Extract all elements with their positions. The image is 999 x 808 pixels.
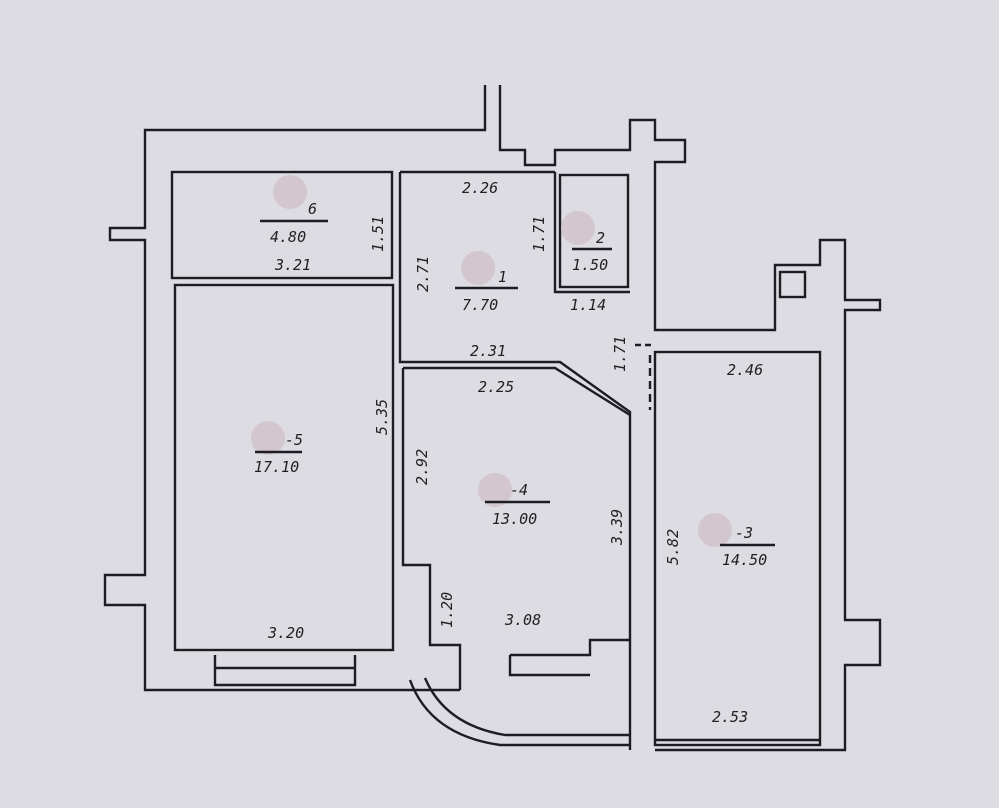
dim-label: 2.46 — [727, 361, 763, 379]
room-2: 2 1.50 — [561, 211, 612, 274]
dim-label: 2.25 — [478, 378, 514, 396]
room-area: 7.70 — [462, 296, 498, 314]
room-5: -5 17.10 — [251, 421, 303, 476]
room-1: 1 7.70 — [455, 251, 518, 314]
room-number: 2 — [596, 229, 605, 247]
dim-label: 5.35 — [373, 399, 391, 435]
dim-label: 2.71 — [414, 256, 432, 292]
dim-label: 3.21 — [274, 256, 311, 274]
dim-label: 2.31 — [470, 342, 506, 360]
room-area: 17.10 — [254, 458, 299, 476]
room-number: 1 — [498, 268, 507, 286]
dim-label: 1.71 — [530, 216, 548, 252]
room-number: -5 — [285, 431, 303, 449]
room-area: 14.50 — [722, 551, 767, 569]
walls — [103, 85, 882, 752]
dim-label: 5.82 — [664, 529, 682, 565]
dim-label: 3.39 — [608, 509, 626, 546]
dim-label: 1.51 — [369, 216, 387, 252]
room-area: 1.50 — [572, 256, 608, 274]
dim-label: 2.53 — [712, 708, 748, 726]
dim-label: 1.14 — [570, 296, 606, 314]
dimension-labels: 3.21 1.51 2.26 2.71 1.71 1.14 2.31 2.25 … — [267, 179, 763, 726]
room-number: 6 — [308, 200, 317, 218]
dim-label: 2.92 — [413, 449, 431, 485]
dim-label: 1.20 — [438, 592, 456, 628]
room-number: -4 — [510, 481, 528, 499]
room-3: -3 14.50 — [698, 513, 775, 569]
dim-label: 1.71 — [611, 336, 629, 372]
room-6: 6 4.80 — [260, 175, 328, 246]
dim-label: 3.08 — [504, 611, 541, 629]
room-number: -3 — [735, 524, 753, 542]
room-area: 4.80 — [270, 228, 306, 246]
dim-label: 2.26 — [462, 179, 498, 197]
room-4: -4 13.00 — [478, 473, 550, 528]
dim-label: 3.20 — [267, 624, 304, 642]
room-area: 13.00 — [492, 510, 537, 528]
